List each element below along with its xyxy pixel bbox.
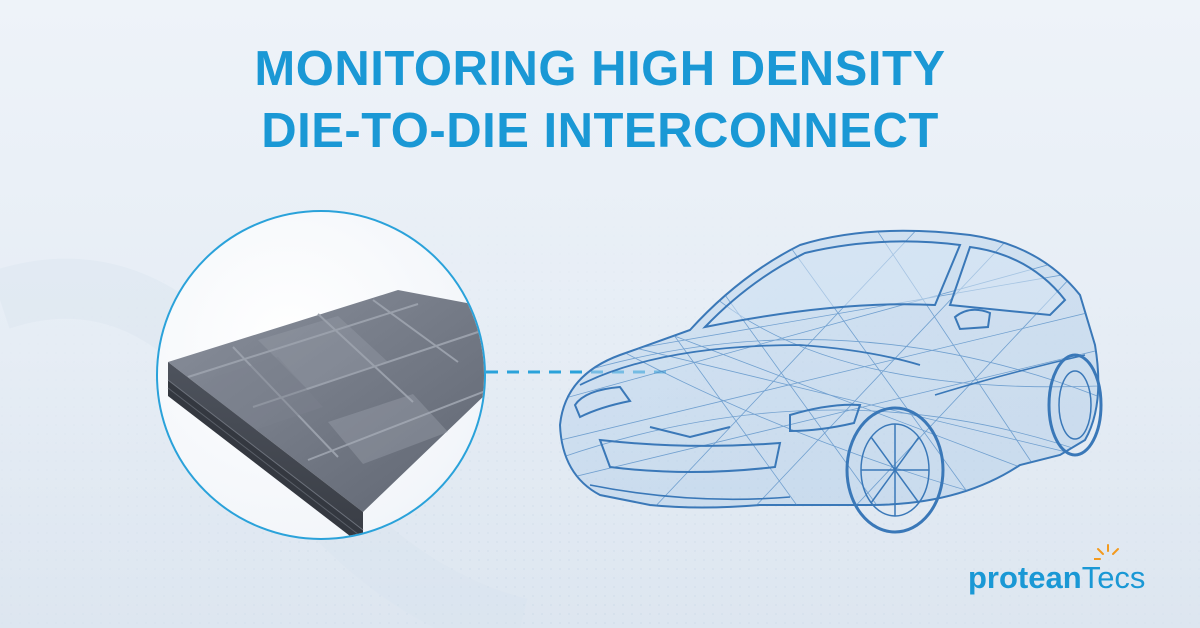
logo-text-bold: protean <box>968 560 1082 595</box>
chip-icon <box>167 290 484 538</box>
logo-text-light: Tecs <box>1081 560 1146 595</box>
title-line-2: DIE-TO-DIE INTERCONNECT <box>261 104 939 158</box>
chip-magnifier-circle <box>156 210 486 540</box>
page-title: MONITORING HIGH DENSITY DIE-TO-DIE INTER… <box>0 38 1200 162</box>
spark-icon <box>1094 544 1119 560</box>
brand-logo: proteanTecs <box>968 560 1145 600</box>
car-icon <box>558 229 1103 534</box>
title-line-1: MONITORING HIGH DENSITY <box>254 42 946 96</box>
